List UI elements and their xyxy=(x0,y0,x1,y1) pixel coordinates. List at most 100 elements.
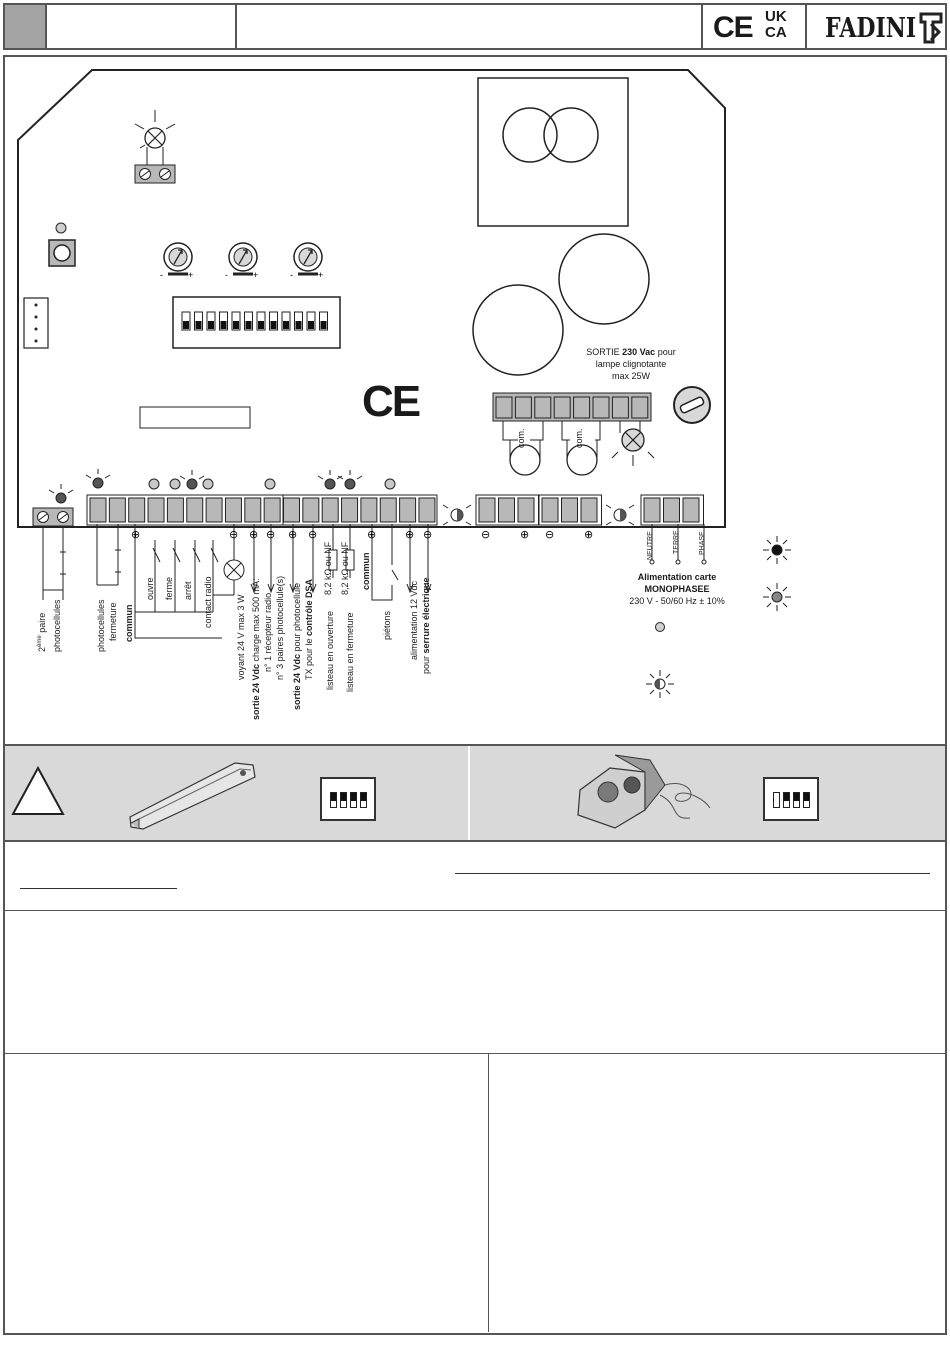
terminal-cell xyxy=(205,497,223,523)
ce-logo: CE xyxy=(713,11,754,44)
status-led xyxy=(264,478,276,490)
terminal-cell xyxy=(541,497,559,523)
label-tx-dsa: TX pour le contrôle DSA xyxy=(304,578,314,680)
dip-slider xyxy=(340,792,347,808)
label-ferme: ferme xyxy=(164,576,174,600)
resistor-icon xyxy=(345,549,355,571)
label-alim-12: alimentation 12 Vdc xyxy=(409,580,419,660)
output-arrow xyxy=(267,524,275,594)
terminal-cell xyxy=(418,497,436,523)
label-photocells-2nd-b: photocellules xyxy=(52,599,62,652)
wire-pietons xyxy=(371,524,399,601)
status-led xyxy=(324,478,336,490)
status-led xyxy=(169,478,181,490)
dip-switch-left xyxy=(320,777,376,821)
terminal-cell xyxy=(573,396,591,419)
terminal-cell xyxy=(643,497,661,523)
underground-operator-icon xyxy=(577,754,711,829)
board-ce-mark: CE xyxy=(362,377,421,426)
dip-slider xyxy=(360,792,367,808)
terminal-cell xyxy=(108,497,126,523)
label-photocells-closing-b: fermeture xyxy=(108,602,118,641)
terminal-cell xyxy=(553,396,571,419)
terminal-cell xyxy=(399,497,417,523)
minus-sign: ⊖ xyxy=(308,528,317,541)
terminal-cell xyxy=(534,396,552,419)
status-led xyxy=(148,478,160,490)
header-cell-empty-2 xyxy=(237,5,703,48)
terminal-cell xyxy=(244,497,262,523)
status-led xyxy=(55,492,67,504)
label-paires: n° 3 paires photocellule(s) xyxy=(275,575,285,680)
status-led xyxy=(202,478,214,490)
trimmer-3: -+ xyxy=(290,242,323,280)
brand-cell: FADINI xyxy=(807,5,947,48)
terminal-cell xyxy=(89,497,107,523)
dip-slider xyxy=(773,792,780,808)
button-led xyxy=(55,222,67,234)
motor-capacitor-2 xyxy=(566,444,598,476)
terminal-cell xyxy=(321,497,339,523)
wire-voyant xyxy=(213,524,235,596)
terminal-cell xyxy=(478,497,496,523)
svg-text:-: - xyxy=(160,270,163,280)
terminal-strip-main xyxy=(86,494,438,526)
status-led xyxy=(186,478,198,490)
header-grey-cell xyxy=(5,5,47,48)
ukca-logo: UK CA xyxy=(765,8,787,41)
plus-sign: ⊕ xyxy=(584,528,593,541)
certification-marks: CE UK CA xyxy=(703,5,807,48)
band-divider xyxy=(468,746,470,840)
output-arrow xyxy=(250,524,258,594)
contact-photo-closing xyxy=(115,549,121,585)
svg-text:+: + xyxy=(253,270,258,280)
board-label-box xyxy=(139,406,251,429)
terminal-cell xyxy=(495,396,513,419)
label-pietons: piétons xyxy=(382,610,392,640)
minus-sign: ⊖ xyxy=(423,528,432,541)
legend-led xyxy=(771,544,783,556)
terminal-cell xyxy=(631,396,649,419)
wire-photo-closing xyxy=(96,524,119,586)
label-listeau-fermeture: listeau en fermeture xyxy=(345,612,355,692)
terminal-cell xyxy=(360,497,378,523)
svg-text:+: + xyxy=(318,270,323,280)
terminal-cell xyxy=(302,497,320,523)
section-divider-2 xyxy=(5,1053,945,1054)
voyant-cross xyxy=(226,562,242,578)
minus-sign: ⊖ xyxy=(266,528,275,541)
terminal-cell xyxy=(498,497,515,523)
warning-triangle-icon xyxy=(11,765,65,815)
output-arrow xyxy=(309,524,317,594)
motor-capacitor-1 xyxy=(509,444,541,476)
terminal-cell xyxy=(592,396,610,419)
page-header: CE UK CA FADINI xyxy=(3,3,947,50)
label-commun-2: commun xyxy=(361,552,371,590)
switches xyxy=(152,547,219,563)
plus-sign: ⊕ xyxy=(520,528,529,541)
terminal-cell xyxy=(379,497,397,523)
dip-slider xyxy=(783,792,790,808)
label-resistor-1: 8,2 kΩ ou NF xyxy=(323,541,333,595)
linear-actuator-icon xyxy=(129,762,256,830)
svg-text:-: - xyxy=(225,270,228,280)
label-arret: arrêt xyxy=(183,581,193,600)
plus-sign: ⊕ xyxy=(131,528,140,541)
minus-sign: ⊖ xyxy=(481,528,490,541)
svg-text:-: - xyxy=(290,270,293,280)
capacitor-1 xyxy=(472,284,564,376)
label-listeau-ouverture: listeau en ouverture xyxy=(325,610,335,690)
capacitor-2 xyxy=(558,233,650,325)
section-divider-1 xyxy=(5,910,945,911)
label-serrure: pour serrure électrique xyxy=(421,577,431,674)
status-led xyxy=(344,478,356,490)
terminal-cell xyxy=(128,497,146,523)
fadini-emblem-icon xyxy=(919,12,943,44)
supply-label-phase: PHASE xyxy=(699,531,706,555)
dip-slider xyxy=(330,792,337,808)
terminal-cell xyxy=(186,497,204,523)
lamp-icon xyxy=(134,110,176,165)
svg-text:+: + xyxy=(188,270,193,280)
plus-sign: ⊕ xyxy=(367,528,376,541)
label-sortie-24-photo: sortie 24 Vdc pour photocellule xyxy=(292,582,302,710)
